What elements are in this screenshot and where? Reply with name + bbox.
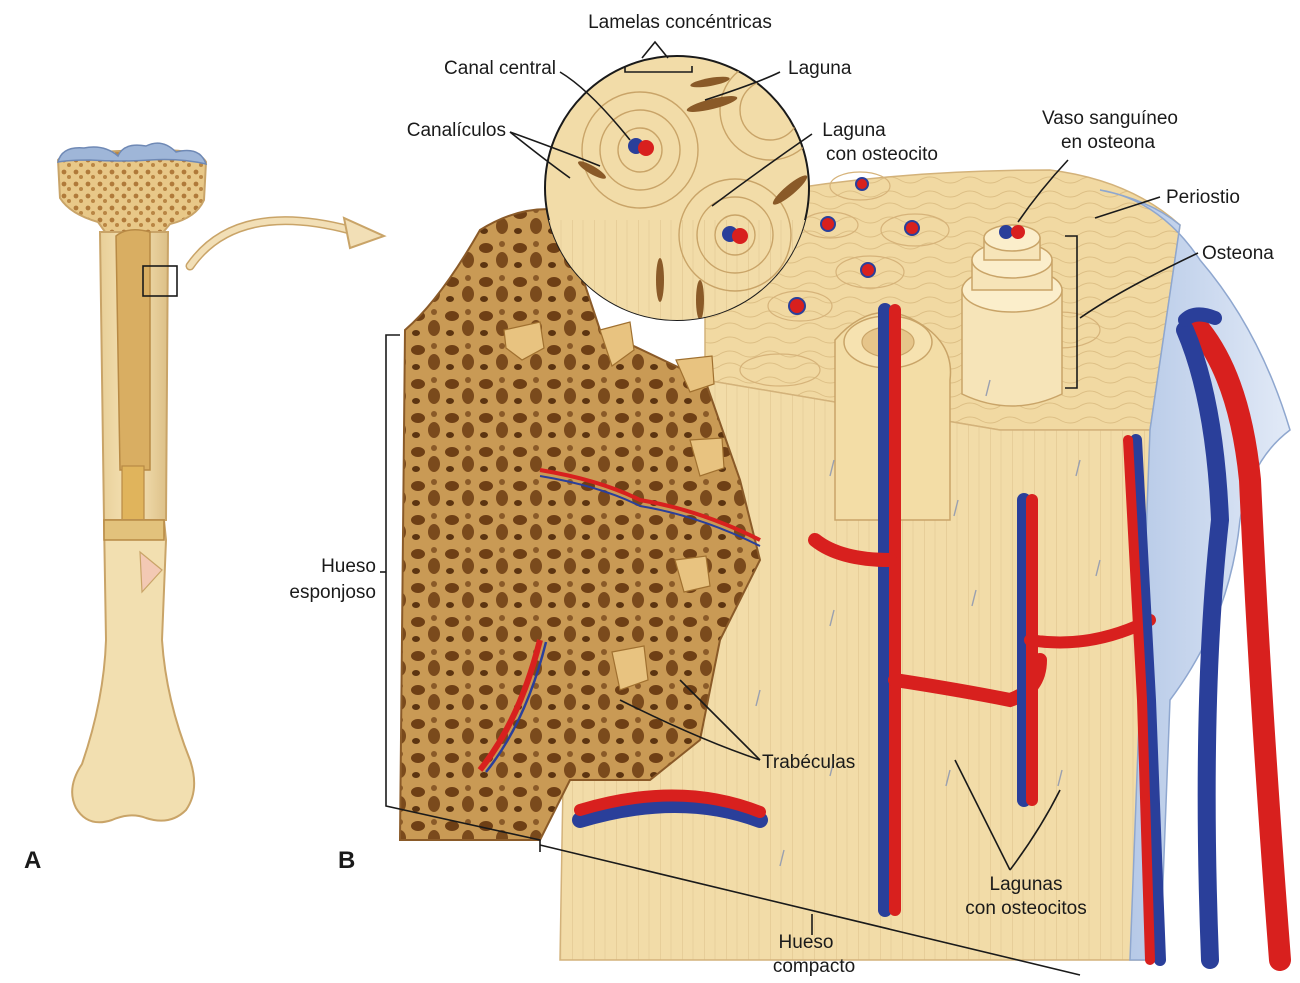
panel-label-b: B: [338, 847, 355, 874]
blood-vessels: [572, 303, 1291, 971]
label-vaso-line2: en osteona: [1061, 132, 1155, 153]
leader-lines: [380, 40, 1199, 935]
label-laguna: Laguna: [788, 58, 852, 79]
label-lamelas: Lamelas concéntricas: [588, 12, 772, 33]
trabeculae: [503, 321, 725, 691]
haversian-canals: [788, 177, 920, 315]
label-esponjoso-line1: Hueso: [321, 556, 376, 577]
label-canaliculos: Canalículos: [407, 120, 506, 141]
label-canal-central: Canal central: [444, 58, 556, 79]
label-laguna-osteocito-line2: con osteocito: [826, 144, 938, 165]
diagram-labels: A B Lamelas concéntricas Canal central L…: [24, 12, 1274, 977]
label-lagunas-line2: con osteocitos: [965, 898, 1086, 919]
label-vaso-line1: Vaso sanguíneo: [1042, 108, 1178, 129]
label-trabeculas: Trabéculas: [762, 752, 855, 773]
long-bone-illustration: [56, 142, 387, 824]
label-periostio: Periostio: [1166, 187, 1240, 208]
panel-label-a: A: [24, 847, 41, 874]
label-compacto-line1: Hueso: [779, 932, 834, 953]
bone-section-block: [385, 55, 1291, 976]
label-laguna-osteocito-line1: Laguna: [822, 120, 886, 141]
label-osteona: Osteona: [1202, 243, 1274, 264]
label-compacto-line2: compacto: [773, 956, 855, 977]
label-lagunas-line1: Lagunas: [990, 874, 1063, 895]
osteocytes: [755, 379, 1101, 867]
osteon-telescope: [961, 224, 1078, 407]
label-esponjoso-line2: esponjoso: [289, 582, 376, 603]
